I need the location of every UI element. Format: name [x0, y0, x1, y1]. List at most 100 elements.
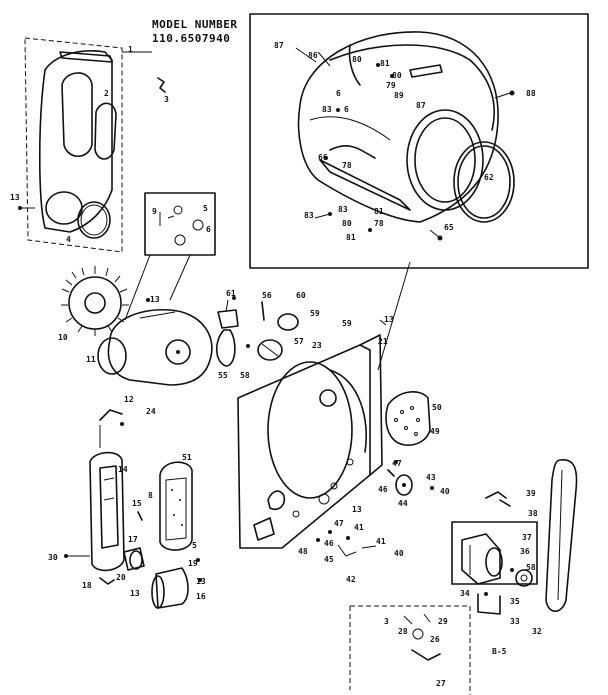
- front-panel-box: [24, 37, 123, 253]
- rear-bulkhead: [237, 334, 383, 549]
- callout-13e: 13: [384, 315, 394, 324]
- callout-9a: 9: [152, 207, 157, 216]
- thermostat-44: [395, 474, 413, 496]
- callout-57: 57: [294, 337, 304, 346]
- lint-screen-31: [159, 461, 193, 551]
- callout-28: 28: [398, 627, 408, 636]
- page-code: B-5: [492, 647, 507, 656]
- callout-47b: 47: [334, 519, 344, 528]
- callout-80b: 80: [392, 71, 402, 80]
- callout-87b: 87: [416, 101, 426, 110]
- callout-45: 45: [324, 555, 334, 564]
- seal-2: [94, 102, 117, 160]
- callout-89: 89: [394, 91, 404, 100]
- front-bulkhead: [38, 50, 113, 233]
- callout-50: 50: [432, 403, 442, 412]
- callout-87a: 87: [274, 41, 284, 50]
- callout-40b: 40: [394, 549, 404, 558]
- callout-55: 55: [218, 371, 228, 380]
- callout-27: 27: [436, 679, 446, 688]
- callout-59b: 59: [342, 319, 352, 328]
- callout-8: 8: [148, 491, 153, 500]
- drum: [297, 31, 499, 223]
- callout-80c: 80: [342, 219, 352, 228]
- callout-30: 30: [48, 553, 58, 562]
- callout-24: 24: [146, 407, 156, 416]
- callout-18: 18: [82, 581, 92, 590]
- callout-4: 4: [66, 235, 71, 244]
- callout-32: 32: [532, 627, 542, 636]
- callout-26: 26: [430, 635, 440, 644]
- callout-42: 42: [346, 575, 356, 584]
- callout-56: 56: [262, 291, 272, 300]
- door-parts-box: [349, 605, 471, 695]
- blower-housing: [97, 309, 213, 386]
- callout-80a: 80: [352, 55, 362, 64]
- callout-41b: 41: [376, 537, 386, 546]
- callout-13f: 13: [352, 505, 362, 514]
- callout-65: 65: [444, 223, 454, 232]
- callout-49: 49: [430, 427, 440, 436]
- callout-2: 2: [104, 89, 109, 98]
- callout-59: 59: [310, 309, 320, 318]
- callout-83a: 83: [322, 105, 332, 114]
- callout-34: 34: [460, 589, 470, 598]
- idler-bracket: [485, 491, 511, 507]
- callout-47a: 47: [392, 459, 402, 468]
- callout-37: 37: [522, 533, 532, 542]
- callout-88: 88: [526, 89, 536, 98]
- callout-15: 15: [132, 499, 142, 508]
- callout-39: 39: [526, 489, 536, 498]
- hardware-box: [144, 192, 216, 256]
- callout-33: 33: [510, 617, 520, 626]
- motor-mount-33: [477, 593, 501, 615]
- callout-20: 20: [116, 573, 126, 582]
- callout-6a: 6: [206, 225, 211, 234]
- callout-41a: 41: [354, 523, 364, 532]
- switch-57: [257, 339, 283, 361]
- callout-21: 21: [378, 337, 388, 346]
- callout-10: 10: [58, 333, 68, 342]
- callout-43: 43: [426, 473, 436, 482]
- callout-38: 38: [528, 509, 538, 518]
- callout-3: 3: [164, 95, 169, 104]
- callout-48: 48: [298, 547, 308, 556]
- duct-17: [123, 547, 145, 571]
- motor-pulley: [515, 569, 533, 587]
- exhaust-duct-14: [89, 451, 125, 572]
- callout-86: 86: [308, 51, 318, 60]
- drive-belt: [545, 459, 578, 613]
- callout-78b: 78: [374, 219, 384, 228]
- callout-6c: 6: [344, 105, 349, 114]
- callout-5a: 5: [203, 204, 208, 213]
- callout-14: 14: [118, 465, 128, 474]
- door-hinge-parts: [403, 613, 441, 661]
- callout-35: 35: [510, 597, 520, 606]
- callout-40a: 40: [440, 487, 450, 496]
- callout-13c: 13: [130, 589, 140, 598]
- blower-fan: [61, 266, 129, 336]
- callout-6b: 6: [336, 89, 341, 98]
- callout-29: 29: [438, 617, 448, 626]
- callout-60a: 60: [296, 291, 306, 300]
- light-socket: [215, 309, 239, 367]
- callout-17: 17: [128, 535, 138, 544]
- callout-46: 46: [378, 485, 388, 494]
- drum-seal-ring: [453, 141, 515, 223]
- callout-79: 79: [386, 81, 396, 90]
- callout-51: 51: [182, 453, 192, 462]
- callout-61a: 61: [226, 289, 236, 298]
- callout-23: 23: [312, 341, 322, 350]
- callout-81c: 81: [346, 233, 356, 242]
- callout-46b: 46: [324, 539, 334, 548]
- callout-5b: 5: [192, 541, 197, 550]
- callout-13a: 13: [10, 193, 20, 202]
- duct-16: [151, 567, 189, 609]
- callout-3b: 3: [384, 617, 389, 626]
- callout-36: 36: [520, 547, 530, 556]
- callout-11: 11: [86, 355, 96, 364]
- callout-81b: 81: [374, 207, 384, 216]
- lamp-cover: [277, 313, 299, 331]
